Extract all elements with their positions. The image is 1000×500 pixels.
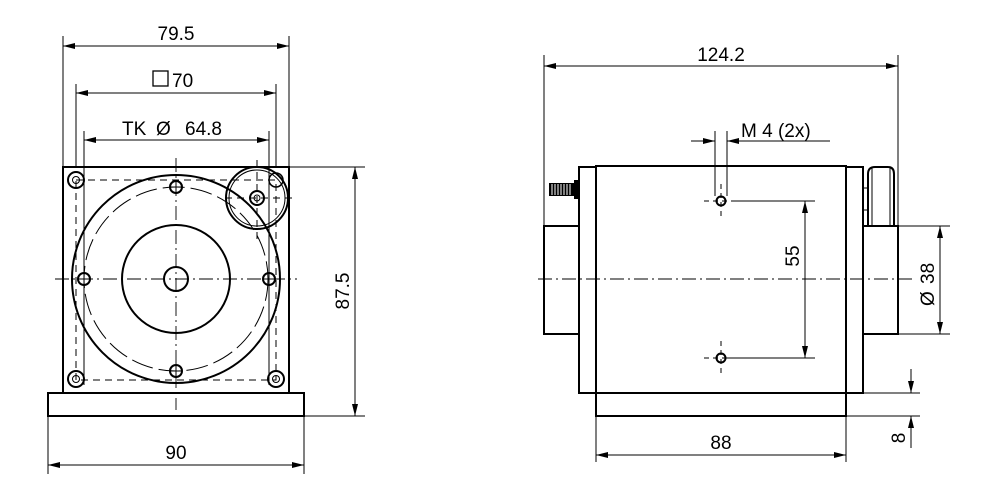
dim-bolt-circle-prefix: TK [122,119,147,140]
dim-shaft-diameter-text: 38 [918,263,939,284]
motor-outer-circle [71,174,281,384]
dimension-base-height: 8 [846,369,920,448]
dim-overall-length-text: 124.2 [697,45,745,66]
dim-base-width-text: 90 [165,443,186,464]
callout-thread-text: M 4 (2x) [741,121,811,142]
side-view: 124.2 [538,45,950,462]
bolt-circle-screws [77,180,276,378]
callout-thread: M 4 (2x) [691,121,830,196]
motor-inner-circle [121,224,231,334]
rear-cap [543,225,580,335]
dimension-overall-width: 79.5 [63,24,289,49]
dim-square-flange-text: 70 [172,71,193,92]
side-base-plate [595,392,847,417]
corner-screws [67,171,285,388]
connector-circle [225,160,297,240]
dimension-base-length: 88 [595,416,847,462]
front-extension-lines [62,36,290,385]
diameter-symbol-icon: Ø [918,291,939,306]
dim-hole-spacing-text: 55 [783,245,804,266]
front-boss [862,225,899,335]
dimension-base-width: 90 [47,416,305,474]
dimension-square-flange: 70 [76,70,276,96]
encoder-knob [863,166,895,226]
threaded-stud [549,180,578,199]
square-symbol-icon [152,70,169,87]
motor-body [595,165,847,394]
dim-base-length-text: 88 [710,433,731,454]
front-view: 79.5 70 TK Ø 64.8 [47,24,365,474]
dim-overall-width-text: 79.5 [158,24,195,45]
dimension-bolt-circle: TK Ø 64.8 [84,119,269,143]
dim-height-text: 87.5 [333,273,354,310]
dim-bolt-circle-text: 64.8 [185,119,222,140]
dim-base-height-text: 8 [889,433,910,444]
shaft-circle [163,266,189,292]
dimension-height: 87.5 [289,166,365,417]
dimension-shaft-diameter: Ø 38 [898,225,950,335]
dimension-hole-spacing: 55 [726,200,815,359]
rear-flange [578,166,597,394]
dimension-overall-length: 124.2 [543,45,899,334]
diameter-symbol-icon: Ø [156,119,171,140]
front-flange [845,166,864,394]
m4-holes [704,184,738,375]
